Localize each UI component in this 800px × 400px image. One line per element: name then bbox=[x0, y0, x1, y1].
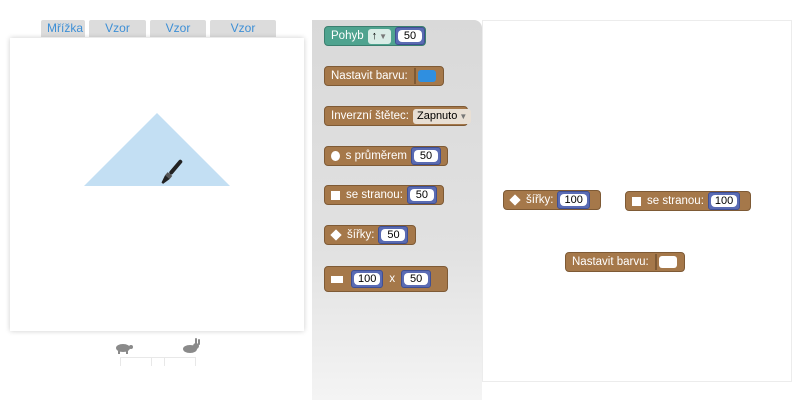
rectangle-icon bbox=[331, 275, 343, 283]
square-value: 50 bbox=[409, 189, 434, 201]
circle-value: 50 bbox=[414, 150, 438, 162]
chevron-down-icon: ▼ bbox=[459, 111, 468, 121]
rectangle-x-label: x bbox=[389, 273, 396, 285]
direction-dropdown[interactable]: ↑▼ bbox=[367, 28, 392, 44]
inverse-pen-value: Zapnuto bbox=[416, 110, 458, 122]
diamond-label: šířky: bbox=[347, 229, 375, 241]
set-color-label: Nastavit barvu: bbox=[331, 70, 408, 82]
workspace-set-color-block[interactable]: Nastavit barvu: bbox=[565, 252, 685, 272]
move-value: 50 bbox=[398, 30, 423, 42]
speed-slider-right[interactable] bbox=[164, 357, 196, 366]
view-tabs: Mřížka Vzor pod Vzor nad Vzor skrytý bbox=[41, 20, 276, 52]
canvas-drawing bbox=[84, 113, 230, 186]
workspace-diamond-value: 100 bbox=[560, 194, 587, 206]
square-value-slot[interactable]: 50 bbox=[406, 186, 437, 204]
diamond-icon bbox=[509, 194, 521, 206]
tab-pattern-hidden[interactable]: Vzor skrytý bbox=[210, 20, 276, 52]
inverse-pen-block[interactable]: Inverzní štětec: Zapnuto▼ bbox=[324, 106, 472, 126]
speed-slider-handle[interactable] bbox=[151, 357, 165, 366]
circle-value-slot[interactable]: 50 bbox=[411, 147, 441, 165]
rectangle-height: 50 bbox=[404, 273, 429, 285]
rabbit-icon[interactable] bbox=[180, 337, 202, 355]
square-icon bbox=[331, 190, 340, 200]
workspace-diamond-label: šířky: bbox=[526, 194, 554, 206]
move-value-slot[interactable]: 50 bbox=[395, 27, 426, 45]
square-block[interactable]: se stranou: 50 bbox=[324, 185, 444, 205]
diamond-block[interactable]: šířky: 50 bbox=[324, 225, 416, 245]
circle-label: s průměrem bbox=[345, 150, 407, 162]
rectangle-width-slot[interactable]: 100 bbox=[351, 270, 384, 288]
move-label: Pohyb bbox=[331, 30, 364, 42]
workspace-diamond-value-slot[interactable]: 100 bbox=[557, 191, 590, 209]
tab-pattern-over[interactable]: Vzor nad bbox=[150, 20, 206, 52]
direction-value: ↑ bbox=[371, 30, 378, 42]
inverse-pen-label: Inverzní štětec: bbox=[331, 110, 409, 122]
workspace-color-slot[interactable] bbox=[654, 254, 679, 270]
workspace-set-color-label: Nastavit barvu: bbox=[572, 256, 649, 268]
color-slot[interactable] bbox=[413, 68, 438, 84]
circle-block[interactable]: s průměrem 50 bbox=[324, 146, 448, 166]
turtle-icon[interactable] bbox=[113, 340, 133, 354]
diamond-icon bbox=[330, 229, 342, 241]
diamond-value: 50 bbox=[381, 229, 406, 241]
set-color-block[interactable]: Nastavit barvu: bbox=[324, 66, 444, 86]
rectangle-width: 100 bbox=[354, 273, 381, 285]
inverse-pen-dropdown[interactable]: Zapnuto▼ bbox=[412, 108, 472, 124]
brush-icon bbox=[161, 159, 183, 184]
chevron-down-icon: ▼ bbox=[379, 31, 388, 41]
color-swatch[interactable] bbox=[417, 70, 436, 82]
workspace-square-label: se stranou: bbox=[647, 195, 704, 207]
tab-grid[interactable]: Mřížka bbox=[41, 20, 85, 37]
rectangle-block[interactable]: 100 x 50 bbox=[324, 266, 448, 292]
workspace[interactable]: šířky: 100 se stranou: 100 Nastavit barv… bbox=[482, 20, 792, 382]
workspace-square-block[interactable]: se stranou: 100 bbox=[625, 191, 751, 211]
rectangle-height-slot[interactable]: 50 bbox=[401, 270, 432, 288]
diamond-value-slot[interactable]: 50 bbox=[378, 226, 409, 244]
drawing-canvas bbox=[10, 38, 304, 331]
workspace-square-value: 100 bbox=[710, 195, 738, 207]
tab-pattern-under[interactable]: Vzor pod bbox=[89, 20, 146, 52]
workspace-square-value-slot[interactable]: 100 bbox=[707, 192, 741, 210]
block-toolbox: Pohyb ↑▼ 50 Nastavit barvu: Inverzní ště… bbox=[312, 20, 482, 400]
workspace-color-swatch[interactable] bbox=[658, 256, 677, 268]
speed-slider-left[interactable] bbox=[120, 357, 152, 366]
square-icon bbox=[632, 196, 641, 206]
square-label: se stranou: bbox=[346, 189, 403, 201]
move-block[interactable]: Pohyb ↑▼ 50 bbox=[324, 26, 426, 46]
workspace-diamond-block[interactable]: šířky: 100 bbox=[503, 190, 601, 210]
circle-icon bbox=[331, 151, 340, 161]
drawn-triangle bbox=[84, 113, 230, 186]
speed-control bbox=[108, 337, 218, 367]
